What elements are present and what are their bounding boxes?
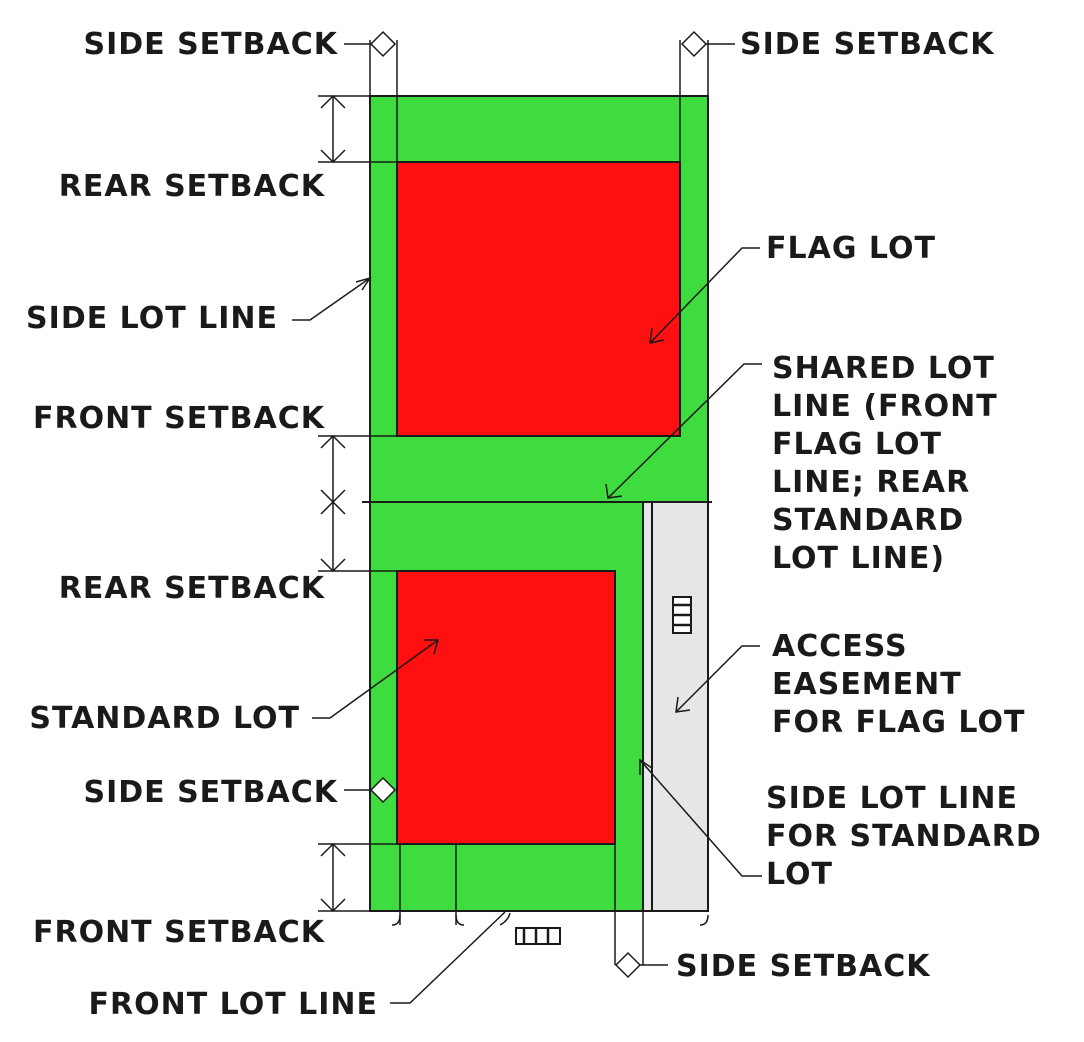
label-front-setback-flag: FRONT SETBACK xyxy=(33,401,326,436)
svg-text:EASEMENT: EASEMENT xyxy=(772,667,962,702)
svg-text:FOR STANDARD: FOR STANDARD xyxy=(766,819,1042,854)
arrow-icon xyxy=(639,758,653,775)
svg-text:STANDARD: STANDARD xyxy=(772,503,964,538)
label-shared-lot-line: SHARED LOT LINE (FRONT FLAG LOT LINE; RE… xyxy=(772,351,998,576)
standard-lot-buildable-area xyxy=(396,570,616,845)
label-side-setback-top-left: SIDE SETBACK xyxy=(83,27,338,62)
diamond-marker-icon xyxy=(614,951,642,979)
label-side-setback-top-right: SIDE SETBACK xyxy=(740,27,995,62)
svg-text:SHARED LOT: SHARED LOT xyxy=(772,351,995,386)
break-symbol-icon xyxy=(672,596,692,634)
arrow-icon xyxy=(355,276,372,291)
label-flag-lot: FLAG LOT xyxy=(766,231,936,266)
svg-text:FLAG LOT: FLAG LOT xyxy=(772,427,942,462)
label-rear-setback-standard: REAR SETBACK xyxy=(59,571,326,606)
arrow-icon xyxy=(605,483,623,499)
svg-text:SIDE LOT LINE: SIDE LOT LINE xyxy=(766,781,1018,816)
arrow-icon xyxy=(675,696,691,713)
svg-text:ACCESS: ACCESS xyxy=(772,629,908,664)
svg-text:LINE; REAR: LINE; REAR xyxy=(772,465,970,500)
label-side-lot-line: SIDE LOT LINE xyxy=(26,301,278,336)
label-access-easement: ACCESS EASEMENT FOR FLAG LOT xyxy=(772,629,1025,740)
svg-text:LINE (FRONT: LINE (FRONT xyxy=(772,389,998,424)
svg-text:FOR FLAG LOT: FOR FLAG LOT xyxy=(772,705,1025,740)
arrow-icon xyxy=(424,639,439,655)
break-symbol-icon xyxy=(515,927,561,945)
diamond-marker-icon xyxy=(369,776,397,804)
label-front-lot-line: FRONT LOT LINE xyxy=(89,987,378,1022)
label-side-setback-standard: SIDE SETBACK xyxy=(83,775,338,810)
diamond-marker-icon xyxy=(369,30,397,58)
label-standard-lot: STANDARD LOT xyxy=(29,701,300,736)
label-front-setback-standard: FRONT SETBACK xyxy=(33,915,326,950)
svg-text:LOT LINE): LOT LINE) xyxy=(772,541,945,576)
label-rear-setback-flag: REAR SETBACK xyxy=(59,169,326,204)
label-side-setback-bottom: SIDE SETBACK xyxy=(676,949,931,984)
arrow-icon xyxy=(649,327,665,344)
flag-lot-buildable-area xyxy=(396,161,681,437)
diamond-marker-icon xyxy=(680,30,708,58)
svg-text:LOT: LOT xyxy=(766,857,833,892)
label-side-lot-line-standard: SIDE LOT LINE FOR STANDARD LOT xyxy=(766,781,1042,892)
